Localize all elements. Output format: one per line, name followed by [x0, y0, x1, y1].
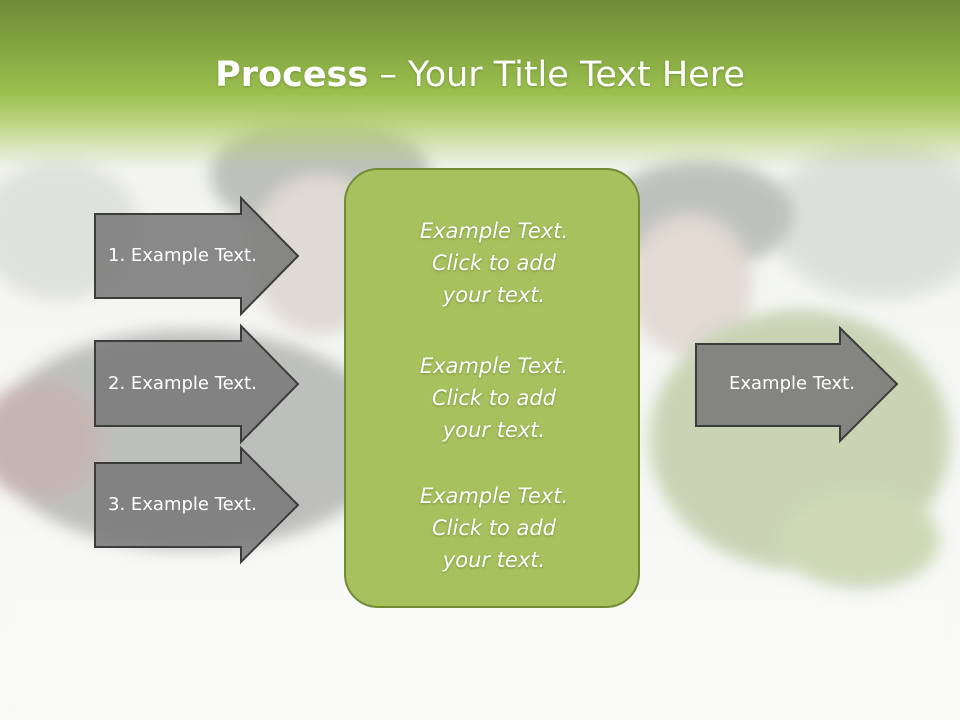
arrow-label-1: 1. Example Text. — [108, 245, 257, 266]
slide-title[interactable]: Process – Your Title Text Here — [0, 52, 960, 98]
title-rest: – Your Title Text Here — [368, 55, 745, 95]
title-bold: Process — [215, 55, 369, 95]
center-text-block-1[interactable]: Example Text. Click to add your text. — [419, 219, 569, 307]
arrow-shape-right[interactable] — [695, 325, 899, 444]
center-text-block-2[interactable]: Example Text. Click to add your text. — [419, 354, 569, 442]
arrow-shape-3[interactable] — [94, 445, 300, 565]
arrow-label-2: 2. Example Text. — [108, 373, 257, 394]
arrow-label-3: 3. Example Text. — [108, 494, 257, 515]
arrow-shape-2[interactable] — [94, 323, 300, 445]
right-arrow-label: Example Text. — [729, 373, 855, 394]
center-text-box[interactable]: Example Text. Click to add your text. Ex… — [344, 168, 640, 608]
arrow-shape-1[interactable] — [94, 195, 300, 317]
center-text-block-3[interactable]: Example Text. Click to add your text. — [419, 484, 569, 572]
title-band — [0, 0, 960, 170]
